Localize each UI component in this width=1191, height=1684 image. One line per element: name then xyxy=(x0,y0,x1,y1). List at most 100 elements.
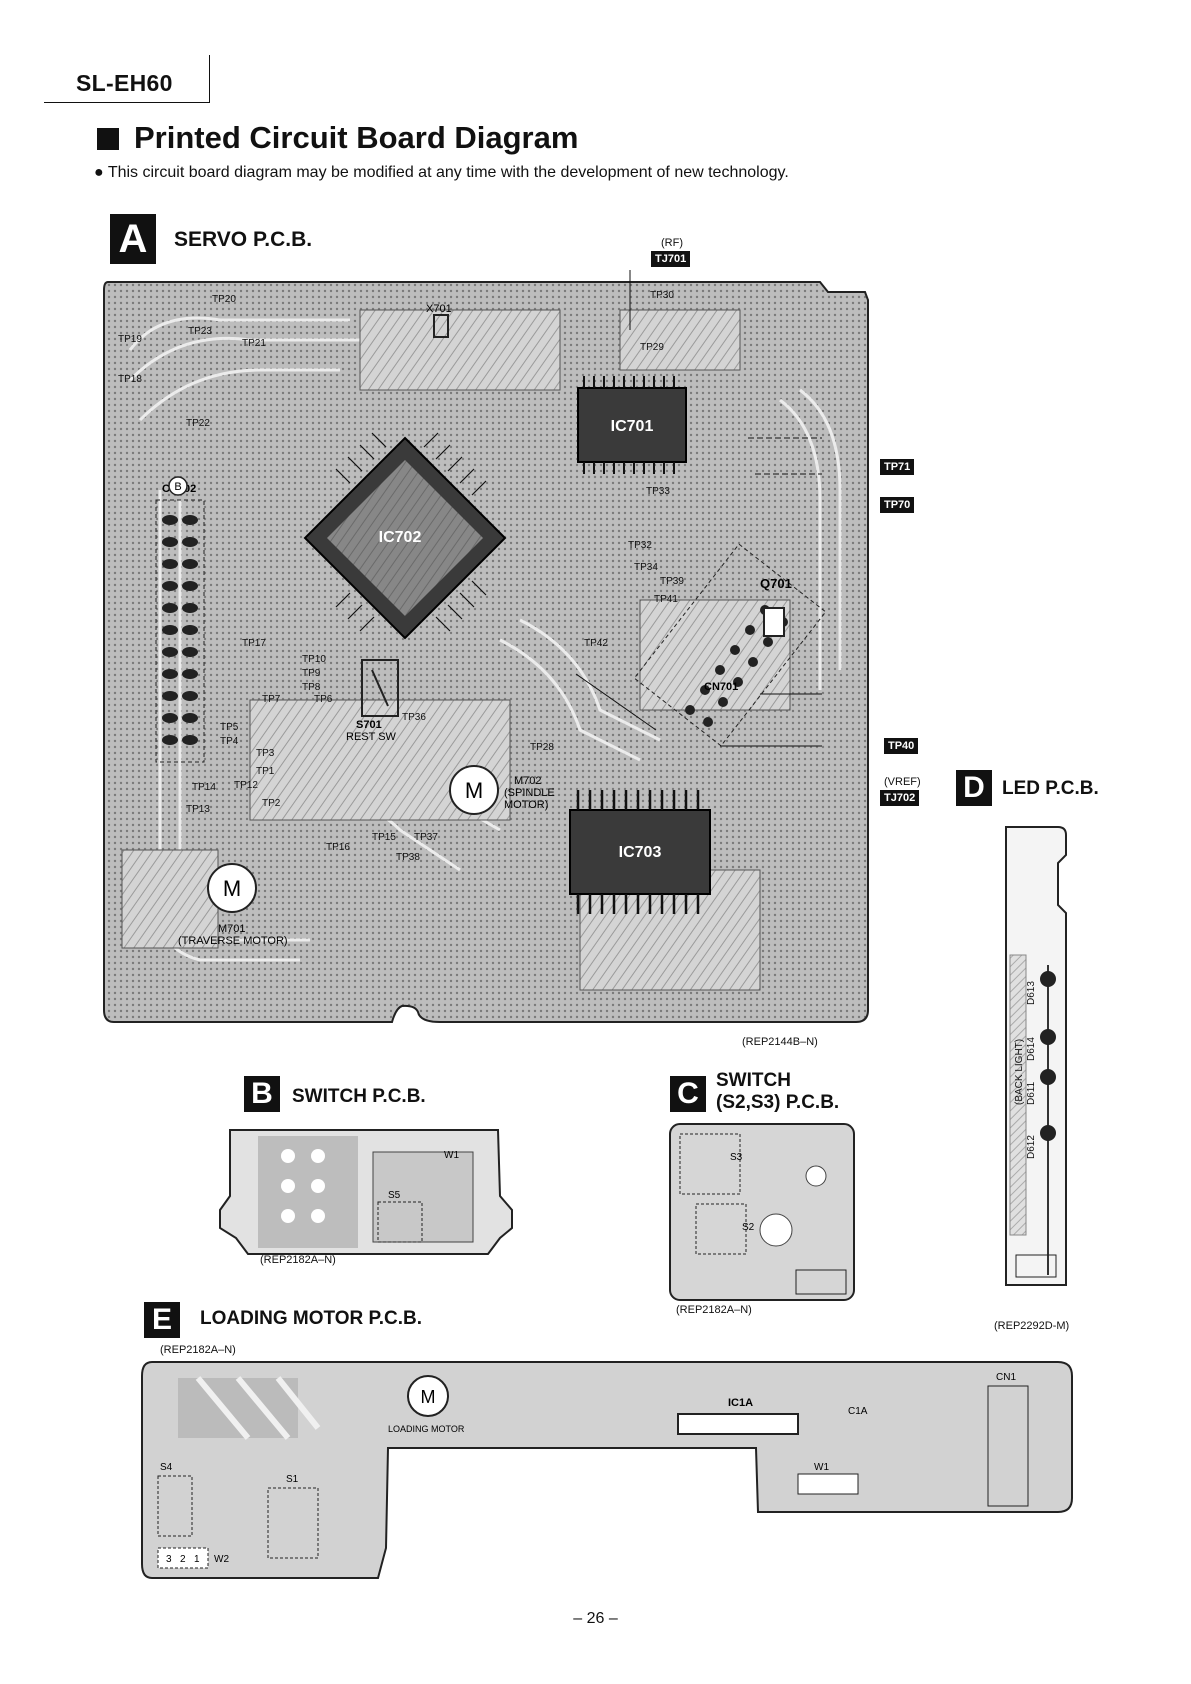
led-label: D613 xyxy=(1026,981,1037,1005)
ic701-chip: IC701 xyxy=(577,376,687,474)
vref-label: (VREF) xyxy=(884,776,921,788)
spindle-motor-desc2: MOTOR) xyxy=(504,799,548,811)
led-title: LED P.C.B. xyxy=(1002,778,1099,799)
tp-label: TP3 xyxy=(256,748,275,759)
ic1a-label: IC1A xyxy=(728,1397,753,1409)
tp-label: TP28 xyxy=(530,742,554,753)
s701-desc: REST SW xyxy=(346,731,397,743)
cn701-connector: CN701 xyxy=(633,543,827,747)
ic702-label: IC702 xyxy=(379,529,422,546)
q701-label: Q701 xyxy=(760,576,792,591)
tp-label: TP12 xyxy=(234,780,258,791)
s701-label: S701 xyxy=(356,719,382,731)
tp-label: TP32 xyxy=(628,540,652,551)
led-backlight-label: (BACK LIGHT) xyxy=(1014,1039,1025,1105)
switch-b-label: W1 xyxy=(444,1150,459,1161)
spindle-motor-symbol: M xyxy=(465,778,483,803)
tp-label: TP16 xyxy=(326,842,350,853)
loading-pin: 2 xyxy=(180,1554,186,1565)
tp-label: TP17 xyxy=(242,638,266,649)
servo-part-ref: (REP2144B–N) xyxy=(742,1036,818,1048)
point-b-label: B xyxy=(174,481,181,493)
model-number: SL-EH60 xyxy=(76,70,173,96)
tp-label: TP29 xyxy=(640,342,664,353)
page-title: Printed Circuit Board Diagram xyxy=(134,120,579,155)
switch-c-label: S3 xyxy=(730,1152,743,1163)
tag-tj702: TJ702 xyxy=(880,790,920,806)
switch-b-diagram: S5 W1 xyxy=(219,1129,513,1255)
spindle-motor-name: M702 xyxy=(514,775,542,787)
loading-pcb-diagram: M LOADING MOTOR IC1A C1A S4 S1 W1 3 2 1 … xyxy=(141,1361,1073,1579)
switch-c-part-ref: (REP2182A–N) xyxy=(676,1304,752,1316)
switch-c-diagram: S3 S2 xyxy=(669,1123,855,1301)
loading-label: W1 xyxy=(814,1462,829,1473)
tp-label: TP15 xyxy=(372,832,396,843)
tp-label: TP19 xyxy=(118,334,142,345)
led-label: D612 xyxy=(1026,1135,1037,1159)
loading-title: LOADING MOTOR P.C.B. xyxy=(200,1308,423,1329)
ic702-chip: IC702 xyxy=(303,432,507,640)
tp-label: TP37 xyxy=(414,832,438,843)
tp-label: TP36 xyxy=(402,712,426,723)
switch-b-title: SWITCH P.C.B. xyxy=(292,1086,426,1107)
title-bullet-square xyxy=(97,128,119,150)
led-part-ref: (REP2292D-M) xyxy=(994,1320,1070,1332)
switch-c-label: S2 xyxy=(742,1222,755,1233)
servo-pcb-diagram: IC702 IC701 IC703 xyxy=(103,270,869,1023)
tp-label: TP8 xyxy=(302,682,321,693)
tp-label: TP38 xyxy=(396,852,420,863)
section-a-badge: A xyxy=(110,214,156,264)
tp-label: TP20 xyxy=(212,294,236,305)
led-label: D611 xyxy=(1026,1081,1037,1105)
tp-label: TP22 xyxy=(186,418,210,429)
x701-crystal: X701 xyxy=(426,303,452,338)
loading-motor-desc: LOADING MOTOR xyxy=(388,1424,465,1434)
loading-label: CN1 xyxy=(996,1372,1016,1383)
section-d-badge: D xyxy=(956,770,992,806)
switch-c-title-line2: (S2,S3) P.C.B. xyxy=(716,1092,840,1113)
spindle-motor-desc1: (SPINDLE xyxy=(504,787,555,799)
servo-title: SERVO P.C.B. xyxy=(174,228,313,251)
tp-label: TP6 xyxy=(314,694,333,705)
ic703-chip: IC703 xyxy=(569,790,711,914)
loading-label: W2 xyxy=(214,1554,229,1565)
switch-b-label: S5 xyxy=(388,1190,401,1201)
traverse-motor: M M701 (TRAVERSE MOTOR) xyxy=(121,849,288,949)
loading-label: S4 xyxy=(160,1462,173,1473)
tp-label: TP21 xyxy=(242,338,266,349)
tp-label: TP18 xyxy=(118,374,142,385)
section-e-badge: E xyxy=(144,1302,180,1338)
section-b-badge: B xyxy=(244,1076,280,1112)
tag-tj701: TJ701 xyxy=(651,251,691,267)
header-divider xyxy=(209,55,210,103)
c1a-label: C1A xyxy=(848,1406,868,1417)
tp-label: TP30 xyxy=(650,290,674,301)
tp-label: TP39 xyxy=(660,576,684,587)
tp-label: TP13 xyxy=(186,804,210,815)
s701-switch: S701 REST SW xyxy=(346,659,399,743)
header-rule xyxy=(44,102,210,103)
traverse-motor-name: M701 xyxy=(218,923,246,935)
tp-label: TP14 xyxy=(192,782,216,793)
spindle-motor: M M702 (SPINDLE MOTOR) xyxy=(449,765,555,815)
section-c-badge: C xyxy=(670,1076,706,1112)
tp-label: TP7 xyxy=(262,694,281,705)
tp-label: TP42 xyxy=(584,638,608,649)
tp-label: TP34 xyxy=(634,562,658,573)
led-pcb-diagram: D613 D614 D611 D612 (BACK LIGHT) xyxy=(1005,826,1067,1286)
loading-pin: 3 xyxy=(166,1554,172,1565)
led-label: D614 xyxy=(1026,1037,1037,1061)
loading-part-ref: (REP2182A–N) xyxy=(160,1344,236,1356)
tp-label: TP5 xyxy=(220,722,239,733)
tag-tp70: TP70 xyxy=(880,497,915,513)
traverse-motor-desc: (TRAVERSE MOTOR) xyxy=(178,935,288,947)
cn701-label: CN701 xyxy=(704,681,738,693)
point-b-marker: B xyxy=(168,476,188,496)
tag-tp40: TP40 xyxy=(884,738,919,754)
tp-label: TP4 xyxy=(220,736,239,747)
tp-label: TP10 xyxy=(302,654,326,665)
rf-label: (RF) xyxy=(661,237,683,249)
tag-tp71: TP71 xyxy=(880,459,915,475)
traverse-motor-symbol: M xyxy=(223,876,241,901)
switch-c-title-line1: SWITCH xyxy=(716,1070,791,1091)
